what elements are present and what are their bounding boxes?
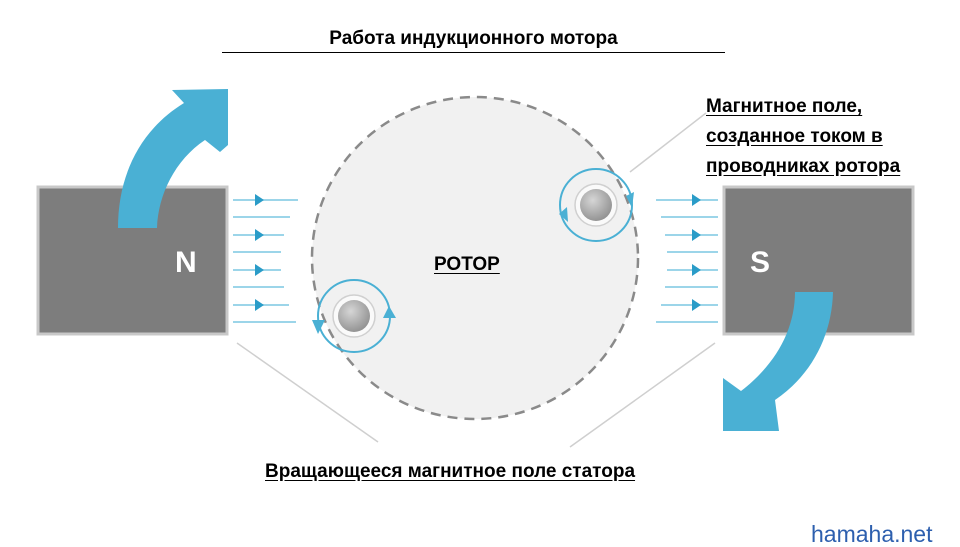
leader-lines [236, 112, 716, 448]
rotor-field-label: Магнитное поле, созданное током в провод… [706, 92, 900, 182]
rotor-field-label-line: созданное током в [706, 126, 883, 147]
rotation-arrow-north-icon [118, 89, 228, 228]
rotor-conductor-upper [559, 168, 634, 242]
stator-field-label: Вращающееся магнитное поле статора [265, 461, 636, 482]
rotor-conductor-lower [312, 279, 396, 353]
watermark: hamaha.net [811, 521, 933, 547]
rotation-arrow-south-icon [723, 292, 833, 431]
stator-field-lines [233, 194, 718, 323]
rotor-field-label-line: проводниках ротора [706, 156, 901, 177]
rotor-circle [310, 95, 640, 421]
diagram-title: Работа индукционного мотора [222, 28, 725, 53]
north-pole-label: N [175, 246, 197, 279]
rotor-label: РОТОР [434, 254, 500, 275]
rotor-field-label-line: Магнитное поле, [706, 96, 863, 117]
south-pole-label: S [750, 246, 770, 279]
